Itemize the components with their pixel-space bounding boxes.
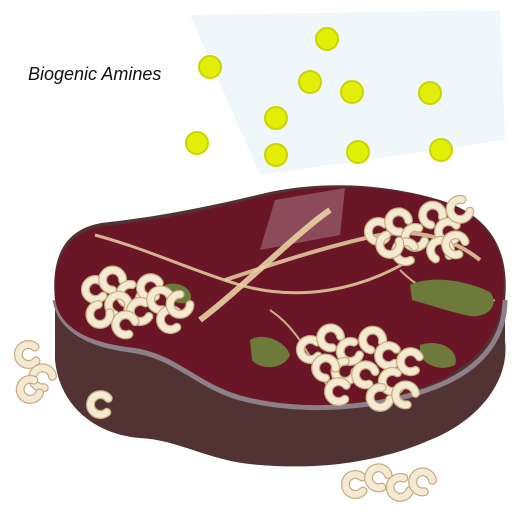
amine-dot	[265, 107, 287, 129]
bacterium	[18, 345, 36, 365]
amine-dot	[347, 141, 369, 163]
amine-dot	[419, 82, 441, 104]
amine-dot	[316, 28, 338, 50]
amine-dot	[299, 71, 321, 93]
biogenic-amines-label: Biogenic Amines	[28, 64, 161, 85]
bacterium	[345, 475, 363, 495]
amine-dot	[186, 132, 208, 154]
amine-dot	[265, 144, 287, 166]
bacterium	[387, 475, 410, 500]
amine-dot	[430, 139, 452, 161]
amine-dot	[341, 81, 363, 103]
bacterium	[17, 377, 40, 402]
bacterium	[409, 468, 435, 495]
amine-dot	[199, 56, 221, 78]
